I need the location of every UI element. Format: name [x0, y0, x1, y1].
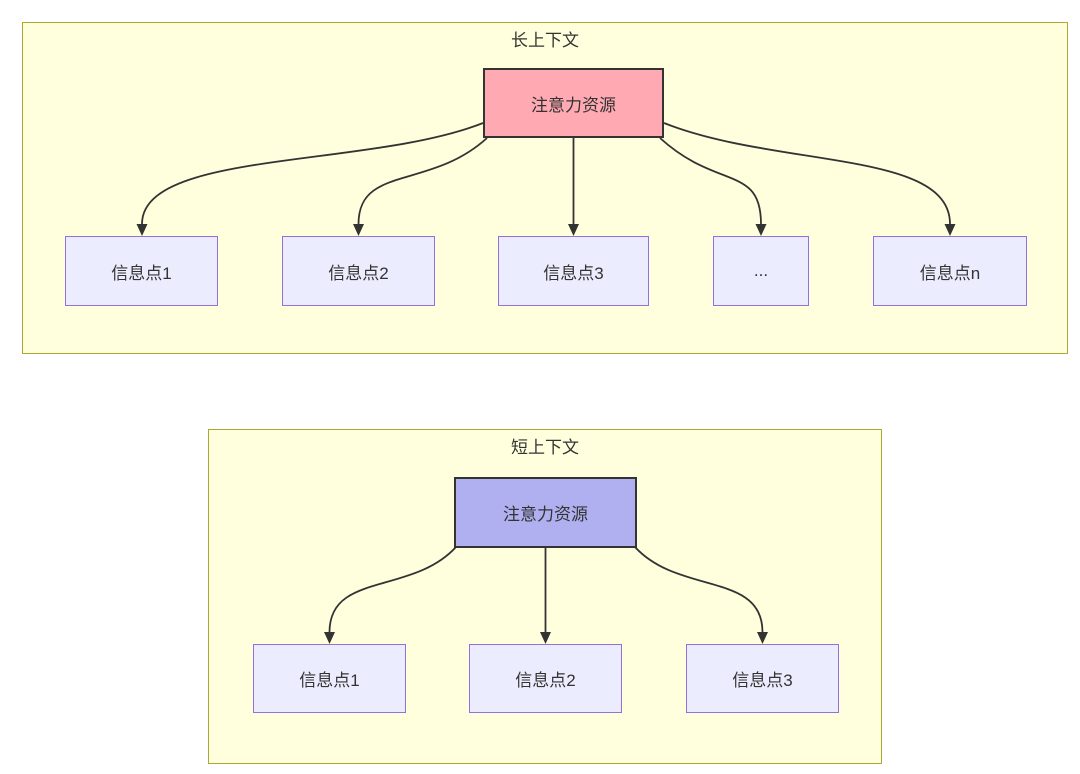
attention-node-short: 注意力资源	[454, 477, 637, 548]
info-node-short-1: 信息点1	[253, 644, 406, 713]
info-node-long-ellipsis: ...	[713, 236, 809, 306]
info-node-long-n: 信息点n	[873, 236, 1027, 306]
long-context-title: 长上下文	[511, 31, 579, 50]
short-context-title: 短上下文	[511, 438, 579, 457]
info-node-long-2: 信息点2	[282, 236, 435, 306]
info-node-short-3: 信息点3	[686, 644, 839, 713]
info-node-long-1: 信息点1	[65, 236, 218, 306]
info-node-short-2: 信息点2	[469, 644, 622, 713]
attention-node-long: 注意力资源	[483, 68, 664, 138]
info-node-long-3: 信息点3	[498, 236, 649, 306]
